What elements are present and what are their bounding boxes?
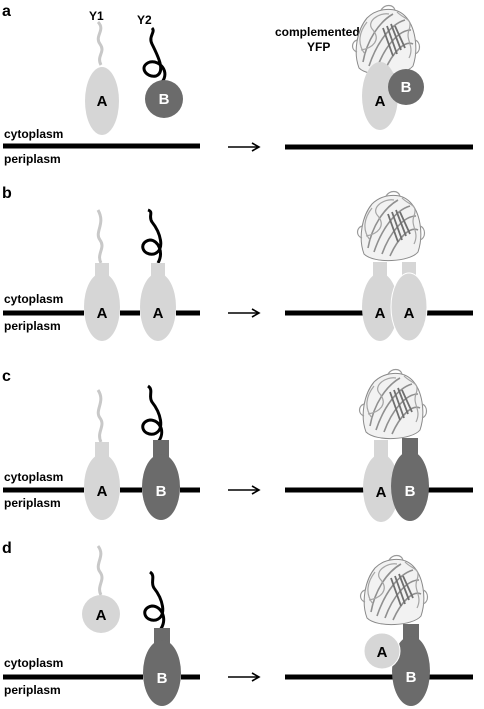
label-y1: Y1 <box>89 9 104 23</box>
linker-y2 <box>141 384 164 443</box>
protein-a <box>363 632 401 670</box>
panel-letter-c: c <box>2 368 11 385</box>
arrow-icon <box>251 485 261 495</box>
yfp-barrel-icon <box>359 554 429 626</box>
panel-d: d A B cytoplasm periplasm B A <box>2 540 473 706</box>
protein-a <box>84 454 120 520</box>
arrow-icon <box>251 308 261 318</box>
yfp-barrel-icon <box>356 190 426 262</box>
protein-a-label: A <box>96 607 107 624</box>
panel-a: a Y1 Y2 A B cytoplasm periplasm compleme… <box>2 3 473 166</box>
cytoplasm-label: cytoplasm <box>4 656 63 670</box>
arrow-icon <box>251 142 261 152</box>
protein-b <box>392 636 430 706</box>
protein-b-label: B <box>159 91 170 108</box>
linker-y2 <box>143 570 166 631</box>
periplasm-label: periplasm <box>4 319 61 333</box>
arrow-icon <box>251 672 261 682</box>
yfp-barrel-icon <box>358 368 428 440</box>
protein-b-label: B <box>406 669 417 686</box>
protein-a <box>84 273 120 341</box>
protein-a-label: A <box>376 484 387 501</box>
protein-a <box>363 454 399 522</box>
protein-a <box>390 272 428 342</box>
protein-a-label: A <box>97 483 108 500</box>
panel-c: c A B cytoplasm periplasm A B <box>2 368 473 522</box>
protein-b-label: B <box>401 79 412 96</box>
protein-a-label: A <box>375 305 386 322</box>
complemented-label: complemented <box>275 25 360 39</box>
protein-b-label: B <box>157 670 168 687</box>
linker-y2 <box>141 208 163 264</box>
panel-letter-d: d <box>2 540 12 557</box>
protein-a-label: A <box>97 305 108 322</box>
protein-a <box>362 273 398 341</box>
protein-b <box>145 80 183 118</box>
protein-a-label: A <box>97 93 108 110</box>
protein-a-label: A <box>153 305 164 322</box>
linker-y1 <box>96 545 104 596</box>
periplasm-label: periplasm <box>4 683 61 697</box>
linker-y1 <box>96 209 104 264</box>
yfp-label: YFP <box>307 40 330 54</box>
protein-b <box>142 454 180 520</box>
cytoplasm-label: cytoplasm <box>4 470 63 484</box>
cytoplasm-label: cytoplasm <box>4 292 63 306</box>
protein-a-label: A <box>377 644 388 661</box>
linker-y2 <box>142 26 167 83</box>
panel-letter-a: a <box>2 3 11 20</box>
cytoplasm-label: cytoplasm <box>4 127 63 141</box>
protein-b-label: B <box>405 483 416 500</box>
linker-y1 <box>96 20 104 66</box>
protein-a <box>140 273 176 341</box>
protein-a-label: A <box>404 305 415 322</box>
protein-b-label: B <box>156 483 167 500</box>
protein-b <box>391 451 429 521</box>
linker-y1 <box>96 389 104 443</box>
periplasm-label: periplasm <box>4 152 61 166</box>
protein-b <box>388 69 424 105</box>
protein-a <box>82 595 120 633</box>
protein-a-label: A <box>375 93 386 110</box>
protein-a <box>362 62 398 130</box>
panel-b: b A A cytoplasm periplasm A A <box>2 185 473 342</box>
protein-b <box>143 640 181 706</box>
panel-letter-b: b <box>2 185 12 202</box>
label-y2: Y2 <box>137 13 152 27</box>
periplasm-label: periplasm <box>4 496 61 510</box>
protein-a <box>85 67 119 135</box>
